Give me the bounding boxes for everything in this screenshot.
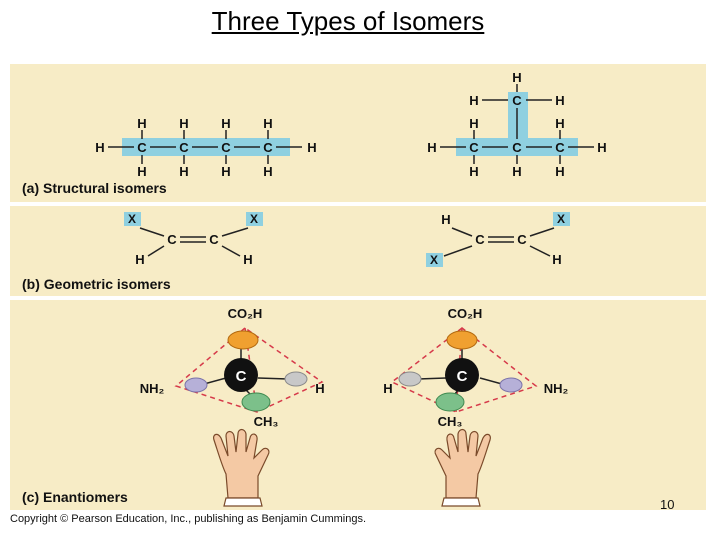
isobutane-h-left: H xyxy=(427,140,436,155)
left-hydrogen-atom xyxy=(284,371,308,387)
right-carbon-label: C xyxy=(457,368,468,385)
butane-h-top-3: H xyxy=(221,116,230,131)
right-h-label: H xyxy=(383,381,392,396)
isobutane-c3: C xyxy=(555,140,565,155)
geometric-isomers-caption: (b) Geometric isomers xyxy=(22,276,171,292)
structural-isomers-panel xyxy=(10,64,706,202)
cis-x-right-box xyxy=(246,212,263,226)
isobutane-c1: C xyxy=(469,140,479,155)
right-methyl-atom xyxy=(435,392,465,412)
structural-isomers-caption: (a) Structural isomers xyxy=(22,180,167,196)
left-amino-atom xyxy=(184,377,208,393)
isobutane-h-bottom-2: H xyxy=(512,164,521,179)
left-carboxyl-atom xyxy=(227,330,259,350)
left-central-carbon xyxy=(224,358,258,392)
isobutane-h-right: H xyxy=(597,140,606,155)
isobutane-c2: C xyxy=(512,140,522,155)
trans-c-right: C xyxy=(517,232,527,247)
butane-h-bottom-2: H xyxy=(179,164,188,179)
cis-c-right: C xyxy=(209,232,219,247)
isobutane-h-top-1: H xyxy=(469,116,478,131)
butane-h-right: H xyxy=(307,140,316,155)
left-carbon-label: C xyxy=(236,368,247,385)
right-central-carbon xyxy=(445,358,479,392)
left-co2h-label: CO₂H xyxy=(228,306,263,321)
enantiomers-caption: (c) Enantiomers xyxy=(22,489,128,505)
left-methyl-atom xyxy=(241,392,271,412)
right-hand-icon xyxy=(434,428,491,507)
page-number: 10 xyxy=(660,497,675,512)
butane-c3: C xyxy=(221,140,231,155)
trans-c-left: C xyxy=(475,232,485,247)
butane-h-bottom-3: H xyxy=(221,164,230,179)
cis-c-left: C xyxy=(167,232,177,247)
right-ch3-label: CH₃ xyxy=(438,414,463,429)
right-co2h-label: CO₂H xyxy=(448,306,483,321)
isobutane-chain-highlight xyxy=(456,138,578,156)
butane-h-bottom-1: H xyxy=(137,164,146,179)
left-hand-icon xyxy=(213,428,270,507)
butane-h-top-1: H xyxy=(137,116,146,131)
trans-x-right: X xyxy=(557,212,565,226)
cis-x-left-box xyxy=(124,212,141,226)
copyright-notice: Copyright © Pearson Education, Inc., pub… xyxy=(10,513,367,525)
isobutane-branch-highlight xyxy=(508,92,528,140)
left-nh2-label: NH₂ xyxy=(140,381,165,396)
right-tetrahedron-outline xyxy=(390,327,538,413)
cis-h-left: H xyxy=(135,252,144,267)
butane-c4: C xyxy=(263,140,273,155)
trans-x-right-box xyxy=(553,212,570,226)
butane-h-left: H xyxy=(95,140,104,155)
left-h-label: H xyxy=(315,381,324,396)
butane-h-bottom-4: H xyxy=(263,164,272,179)
isobutane-h-branch-right: H xyxy=(555,93,564,108)
right-nh2-label: NH₂ xyxy=(544,381,569,396)
right-carboxyl-atom xyxy=(446,330,478,350)
butane-c2: C xyxy=(179,140,189,155)
isobutane-h-bottom-1: H xyxy=(469,164,478,179)
trans-h-right: H xyxy=(552,252,561,267)
trans-x-left-box xyxy=(426,253,443,267)
isobutane-h-top: H xyxy=(512,70,521,85)
slide-title: Three Types of Isomers xyxy=(211,6,485,36)
left-ch3-label: CH₃ xyxy=(254,414,279,429)
isobutane-h-bottom-3: H xyxy=(555,164,564,179)
isobutane-h-top-3: H xyxy=(555,116,564,131)
cis-x-right: X xyxy=(250,212,258,226)
isobutane-c-branch: C xyxy=(512,93,522,108)
cis-h-right: H xyxy=(243,252,252,267)
isobutane-h-branch-left: H xyxy=(469,93,478,108)
trans-h-left: H xyxy=(441,212,450,227)
butane-h-top-2: H xyxy=(179,116,188,131)
enantiomers-panel xyxy=(10,300,706,510)
right-hydrogen-atom xyxy=(398,371,422,387)
cis-x-left: X xyxy=(128,212,136,226)
trans-x-left: X xyxy=(430,253,438,267)
right-amino-atom xyxy=(499,377,523,393)
butane-h-top-4: H xyxy=(263,116,272,131)
butane-c1: C xyxy=(137,140,147,155)
